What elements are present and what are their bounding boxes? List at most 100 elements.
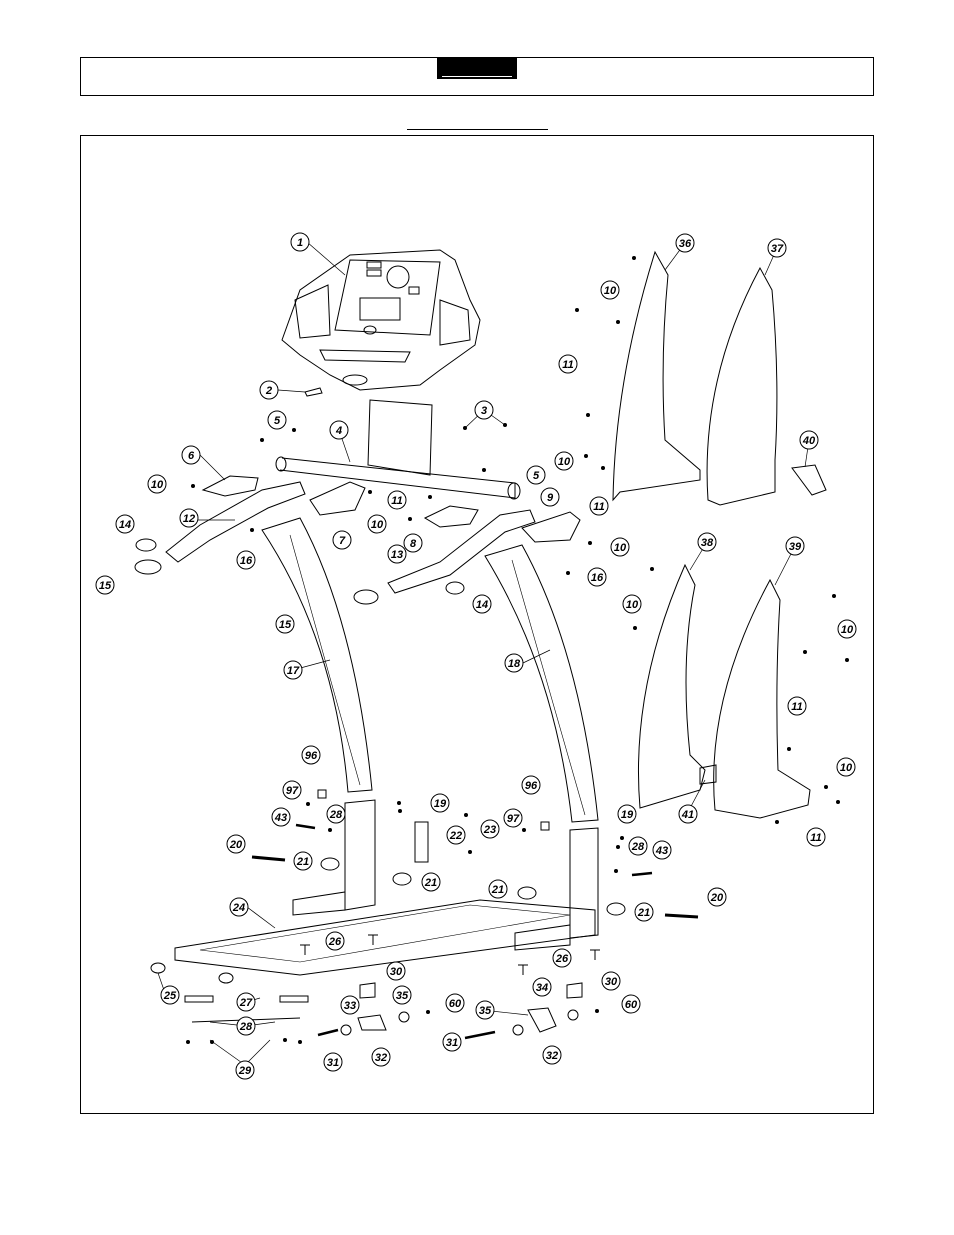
part-8 [425,506,478,527]
part-32a [341,1025,351,1035]
callout: 28 [237,1017,255,1035]
svg-text:11: 11 [391,495,402,507]
svg-text:3: 3 [481,405,487,417]
callout: 97 [504,809,522,827]
svg-text:21: 21 [491,884,504,896]
svg-text:10: 10 [604,285,617,297]
callout: 60 [622,995,640,1013]
part-96b [541,822,549,830]
fastener-dots [186,256,849,1044]
part-15-left [135,560,161,574]
callout: 10 [148,475,166,493]
callout: 10 [368,515,386,533]
svg-text:26: 26 [555,953,569,965]
svg-text:21: 21 [296,856,309,868]
svg-text:10: 10 [840,762,853,774]
svg-text:96: 96 [305,750,318,762]
callout: 11 [807,828,825,846]
svg-text:32: 32 [375,1052,387,1064]
svg-text:27: 27 [239,997,253,1009]
svg-text:18: 18 [508,658,521,670]
callout: 17 [284,661,302,679]
callout: 21 [635,903,653,921]
svg-text:15: 15 [279,619,292,631]
svg-text:19: 19 [434,798,447,810]
part-37 [707,268,777,505]
svg-text:29: 29 [238,1065,252,1077]
svg-text:10: 10 [371,519,384,531]
svg-text:25: 25 [163,990,177,1002]
callout: 32 [372,1048,390,1066]
callout: 13 [388,545,406,563]
part-25b [219,973,233,983]
part-30b [567,983,582,998]
callout: 15 [276,615,294,633]
svg-text:43: 43 [274,812,287,824]
svg-text:10: 10 [558,456,571,468]
part-30a [360,983,375,998]
callout: 1 [291,233,309,251]
callout: 20 [708,888,726,906]
part-33 [358,1015,386,1030]
svg-text:35: 35 [396,990,409,1002]
svg-text:60: 60 [625,999,638,1011]
callout: 11 [388,491,406,509]
part-22 [415,822,428,862]
svg-text:23: 23 [483,824,496,836]
callout: 10 [555,452,573,470]
callout: 97 [283,781,301,799]
svg-text:19: 19 [621,809,634,821]
callout: 10 [838,620,856,638]
part-38 [638,565,705,808]
svg-text:28: 28 [329,809,343,821]
callout: 12 [180,509,198,527]
svg-text:43: 43 [655,845,668,857]
part-31a [318,1030,338,1035]
callout: 36 [676,234,694,252]
callout: 40 [800,431,818,449]
callout: 60 [446,994,464,1012]
part-34 [528,1008,556,1032]
svg-text:14: 14 [476,599,488,611]
callout: 35 [393,986,411,1004]
part-right-upright [485,545,598,822]
part-31b [465,1032,495,1038]
svg-text:22: 22 [449,830,462,842]
svg-text:2: 2 [265,385,272,397]
svg-text:10: 10 [841,624,854,636]
svg-text:9: 9 [547,492,554,504]
part-9 [522,512,580,542]
svg-text:28: 28 [631,841,645,853]
callout: 28 [327,805,345,823]
svg-text:6: 6 [188,450,195,462]
part-21a [321,858,339,870]
svg-text:39: 39 [789,541,802,553]
callout: 34 [533,978,551,996]
callout: 33 [341,996,359,1014]
svg-text:11: 11 [810,832,821,844]
callout: 43 [272,808,290,826]
callout: 18 [505,654,523,672]
callout: 11 [788,697,806,715]
callout: 8 [404,534,422,552]
callout: 24 [230,898,248,916]
callout: 21 [489,880,507,898]
svg-text:32: 32 [546,1050,558,1062]
svg-text:20: 20 [229,839,243,851]
callout: 43 [653,841,671,859]
part-25 [151,963,165,973]
callout: 32 [543,1046,561,1064]
part-40 [792,465,826,495]
callout: 11 [590,497,608,515]
svg-text:10: 10 [626,599,639,611]
callout: 2 [260,381,278,399]
part-36 [613,252,700,500]
part-21d [607,903,625,915]
callout: 16 [237,551,255,569]
part-14-right [446,582,464,594]
svg-text:15: 15 [99,580,112,592]
svg-text:5: 5 [533,470,540,482]
svg-text:97: 97 [507,813,520,825]
callout: 14 [473,595,491,613]
callout: 11 [559,355,577,373]
